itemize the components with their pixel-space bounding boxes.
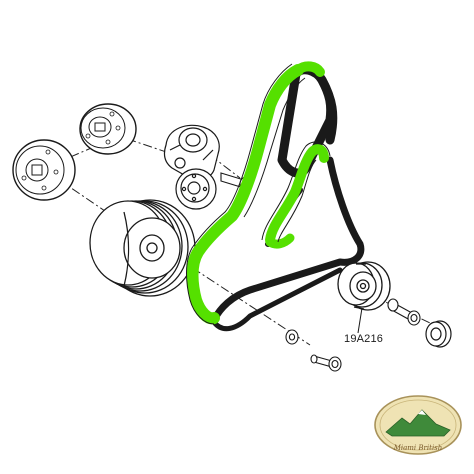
part-leader-line: [357, 307, 363, 334]
part-number-label: 19A216: [344, 333, 384, 345]
miami-british-logo: Miami British: [372, 394, 464, 464]
tensioner-assembly: [163, 124, 220, 210]
logo-emblem: [374, 395, 462, 455]
crank-bolt: [310, 354, 342, 372]
dust-cap: [425, 320, 452, 348]
drive-belt-highlight: [186, 61, 329, 325]
logo-text: Miami British: [393, 444, 443, 452]
idler-pulley: [337, 261, 391, 311]
washer: [285, 329, 299, 345]
upper-pulley: [79, 103, 137, 155]
crankshaft-pulley: [89, 199, 196, 297]
belt-outline: [186, 63, 331, 325]
left-pulley: [12, 139, 76, 201]
idler-bolt: [387, 298, 421, 326]
centerline-crank: [149, 239, 311, 346]
